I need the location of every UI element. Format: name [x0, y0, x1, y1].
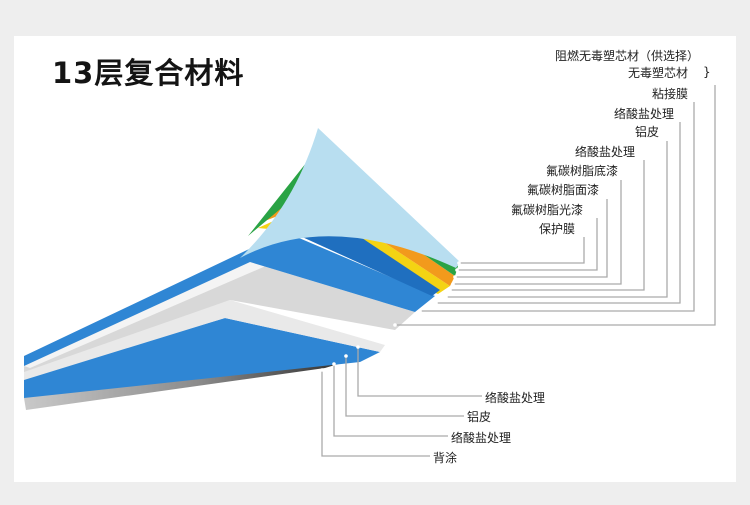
- label-bottom-aluminum: 铝皮: [467, 409, 491, 424]
- top-leader-line: [436, 122, 681, 304]
- top-leader-line: [457, 218, 598, 271]
- leader-anchor-dot: [393, 323, 397, 327]
- protective-film-layer: [240, 128, 460, 268]
- label-fluorocarbon-clearcoat: 氟碳树脂光漆: [511, 202, 583, 217]
- label-bottom-chromate-1: 络酸盐处理: [485, 390, 545, 405]
- bottom-leader-line: [345, 356, 464, 417]
- leader-anchor-dot: [344, 354, 348, 358]
- leader-anchor-dot: [332, 362, 336, 366]
- top-aluminum-layer: [24, 232, 435, 366]
- label-chromate-2: 络酸盐处理: [575, 144, 635, 159]
- bottom-chromate-layer: [24, 300, 385, 380]
- label-bottom-chromate-2: 络酸盐处理: [451, 430, 511, 445]
- brace-symbol: }: [703, 65, 711, 79]
- leader-anchor-dot: [434, 301, 438, 305]
- label-flame-retardant-core: 阻燃无毒塑芯材（供选择）: [555, 48, 699, 63]
- label-aluminum-1: 铝皮: [635, 124, 659, 139]
- leader-anchor-dot: [457, 261, 461, 265]
- topcoat-layer: [262, 180, 455, 286]
- leader-anchor-dot: [356, 345, 360, 349]
- label-protective-film: 保护膜: [539, 222, 575, 236]
- leader-anchor-dot: [444, 295, 448, 299]
- core-top-face: [24, 262, 275, 368]
- top-leader-line: [420, 102, 695, 312]
- top-leader-line: [450, 160, 645, 291]
- label-back-coating: 背涂: [433, 450, 457, 465]
- leader-anchor-dot: [451, 282, 455, 286]
- bottom-aluminum-layer: [24, 318, 380, 398]
- bottom-leader-line: [333, 364, 448, 437]
- leader-anchor-dot: [453, 275, 457, 279]
- leader-anchor-dot: [320, 368, 324, 372]
- top-leader-lines: [393, 85, 716, 327]
- bottom-leader-line: [357, 347, 482, 397]
- top-leader-line: [395, 85, 716, 326]
- top-leader-line: [455, 199, 608, 278]
- leader-anchor-dot: [448, 288, 452, 292]
- top-leader-line: [459, 237, 585, 264]
- label-fluorocarbon-primer: 氟碳树脂底漆: [546, 163, 618, 178]
- core-layer: [24, 262, 415, 372]
- top-leader-line: [453, 180, 622, 285]
- label-adhesive-film: 粘接膜: [652, 86, 688, 101]
- bottom-leader-line: [321, 370, 430, 457]
- leader-anchor-dot: [455, 268, 459, 272]
- label-fluorocarbon-topcoat: 氟碳树脂面漆: [527, 182, 599, 197]
- leader-anchor-dot: [418, 309, 422, 313]
- label-chromate-1: 络酸盐处理: [614, 106, 674, 121]
- top-leader-line: [446, 141, 668, 298]
- diagram-title: 13层复合材料: [52, 56, 245, 90]
- label-nontoxic-core: 无毒塑芯材: [628, 65, 688, 80]
- bottom-leader-lines: [320, 345, 482, 457]
